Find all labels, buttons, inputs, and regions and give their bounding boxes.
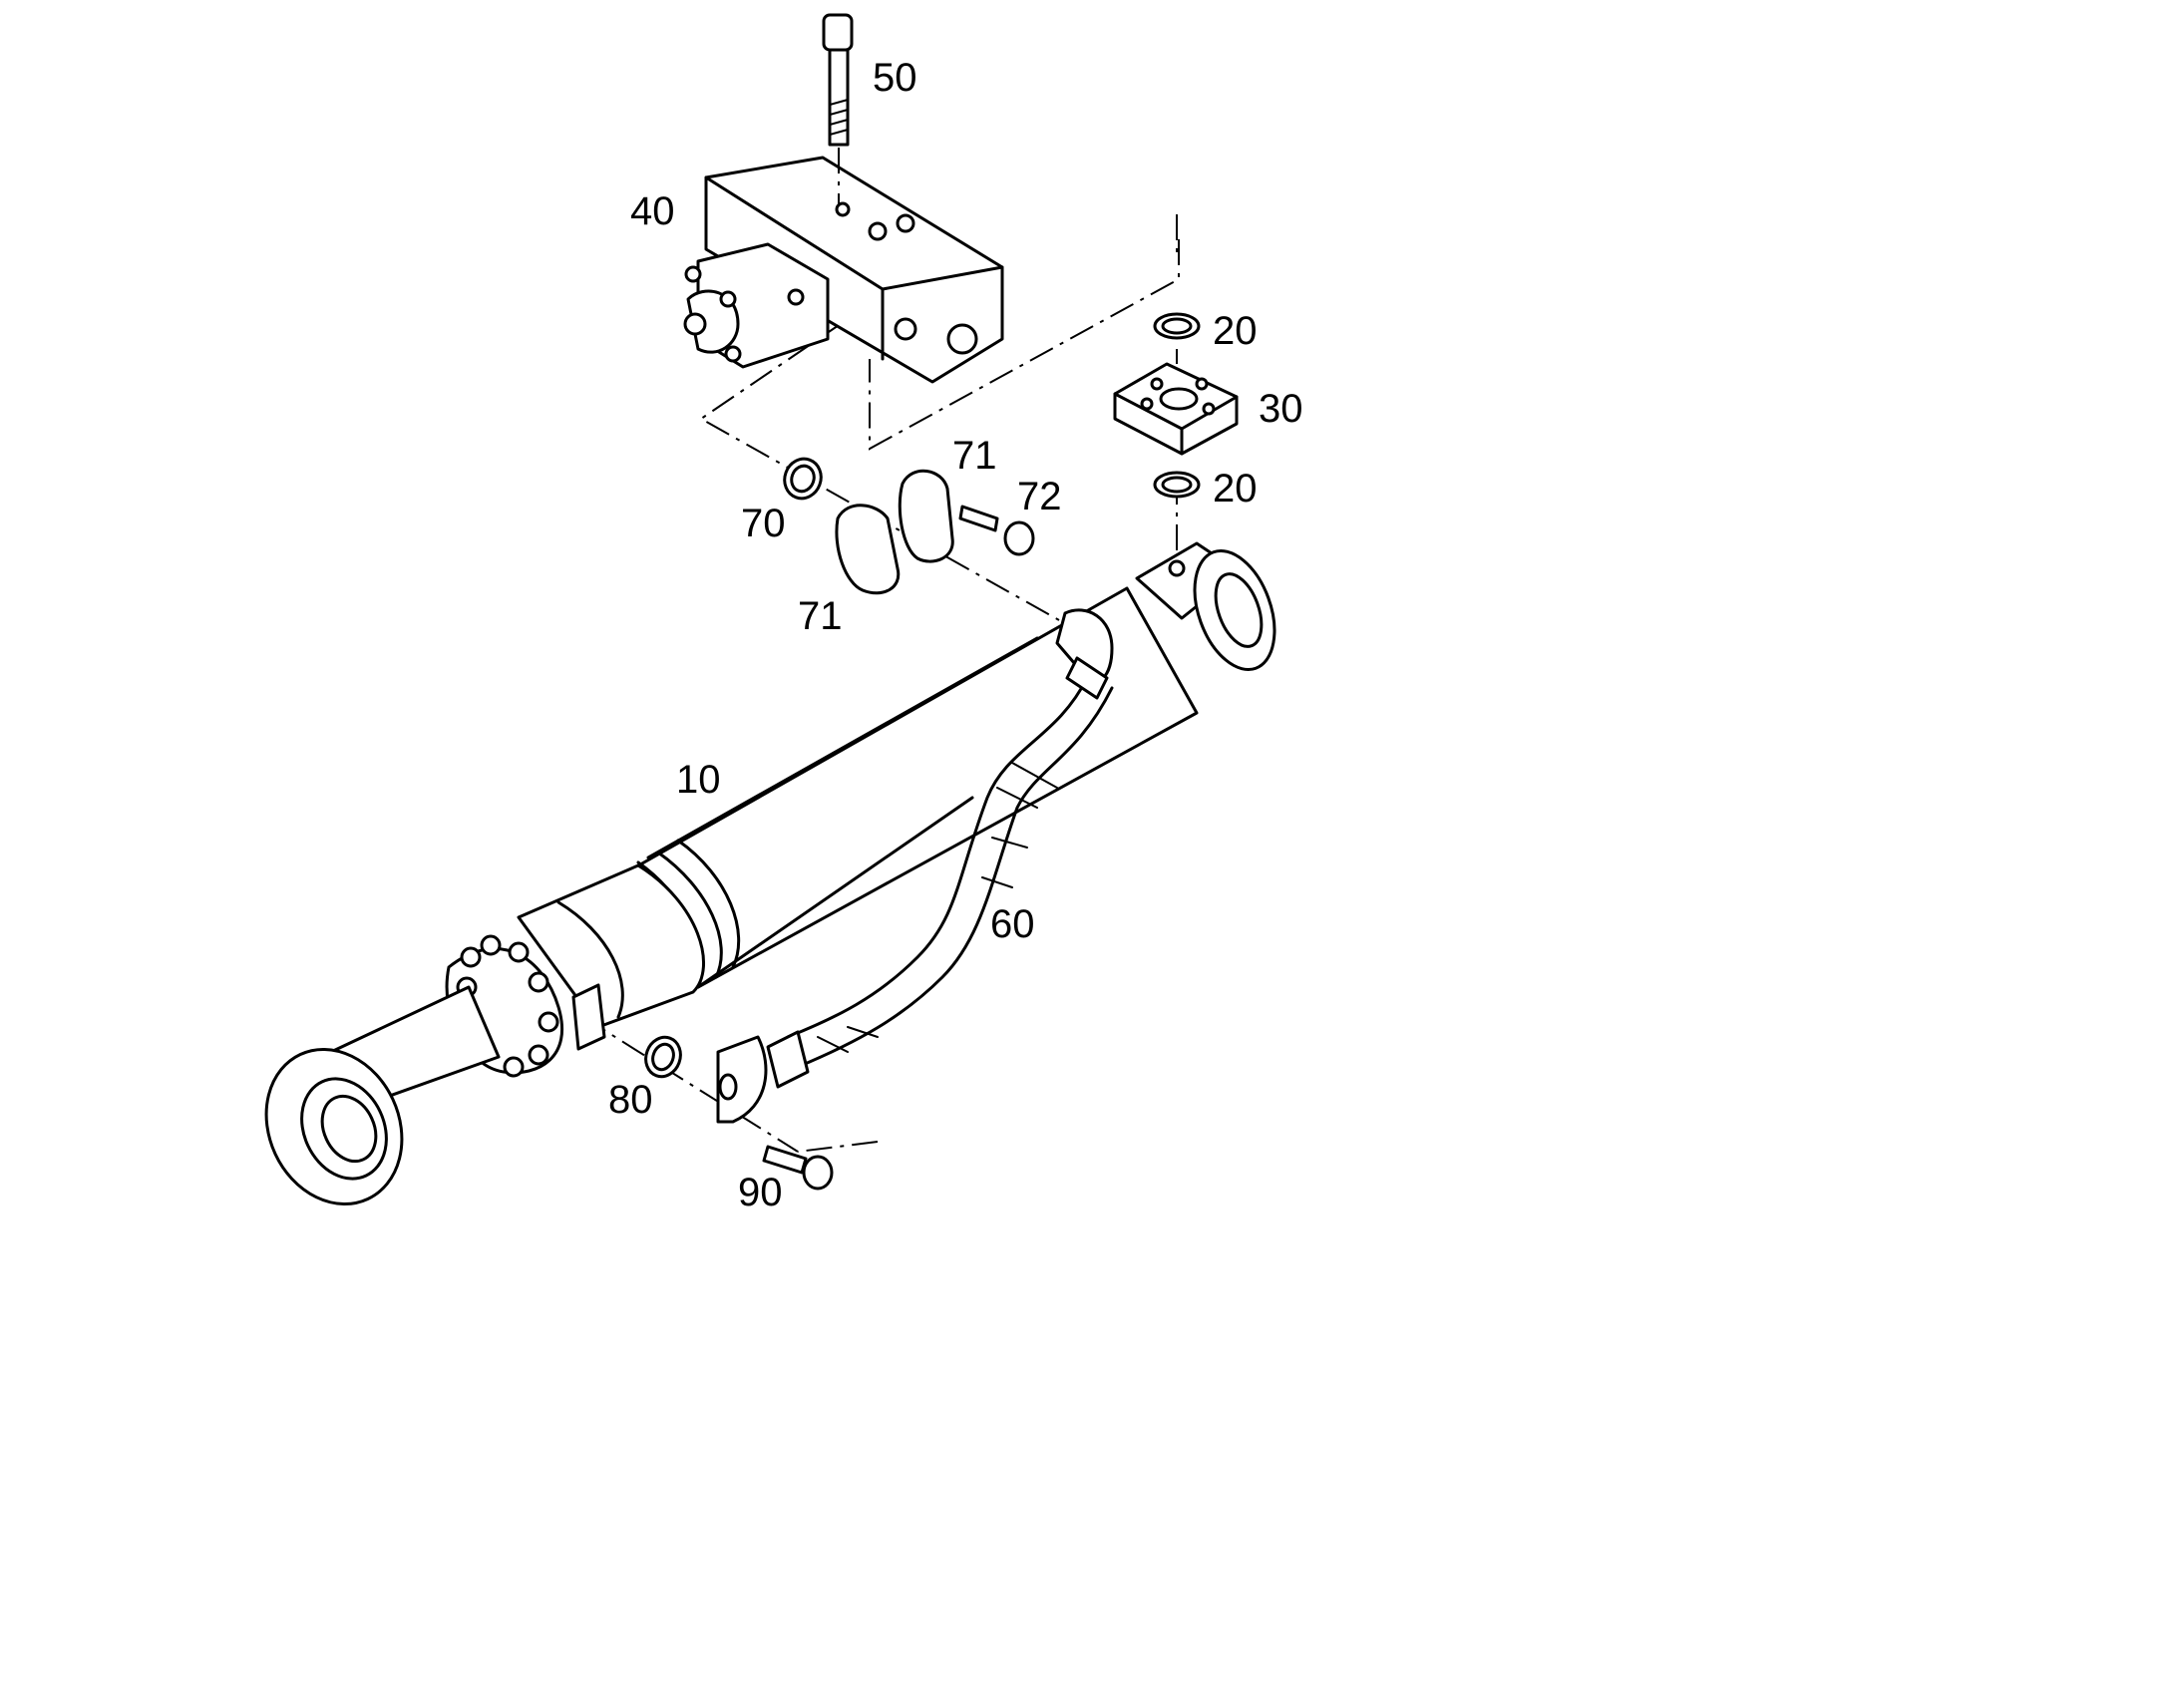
flange-bolts	[456, 934, 559, 1078]
callout-80: 80	[608, 1078, 653, 1122]
callout-50: 50	[873, 56, 917, 100]
split-flanges	[835, 469, 954, 595]
callout-20-lower: 20	[1213, 467, 1258, 511]
hydraulic-hose	[716, 608, 1114, 1124]
adapter-plate	[1113, 362, 1239, 456]
callout-30: 30	[1259, 387, 1303, 431]
callout-72: 72	[1017, 475, 1062, 518]
o-rings	[644, 312, 1201, 1079]
screws	[762, 505, 1035, 1191]
callout-71-upper: 71	[952, 434, 997, 478]
callout-10: 10	[676, 758, 721, 802]
cap-screw-top	[822, 13, 854, 204]
callout-40: 40	[630, 189, 675, 233]
callout-71-lower: 71	[798, 594, 843, 638]
callout-90: 90	[738, 1171, 783, 1214]
callout-20-upper: 20	[1213, 309, 1258, 353]
valve-block	[683, 156, 1004, 384]
callout-70: 70	[741, 502, 786, 545]
callout-60: 60	[990, 902, 1035, 946]
hydraulic-cylinder	[264, 541, 1276, 1206]
